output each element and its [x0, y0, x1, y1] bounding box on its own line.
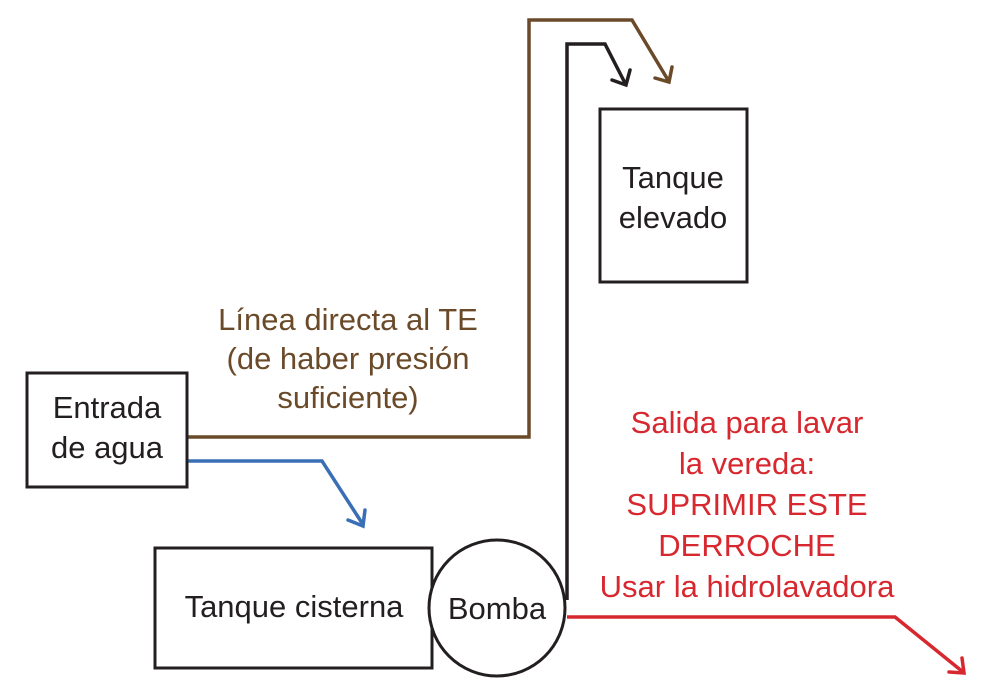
outlet-note-line2: la vereda:	[679, 446, 815, 481]
outlet-note-line5: Usar la hidrolavadora	[600, 569, 895, 604]
elevated-tank-label-line1: Tanque	[622, 160, 724, 195]
cistern-tank-label: Tanque cisterna	[185, 589, 405, 624]
direct-line-arrowhead	[653, 65, 674, 85]
pump-to-tank-pipe	[565, 42, 627, 600]
pump-circle	[427, 538, 567, 678]
pump-to-tank-arrowhead	[610, 68, 632, 88]
outlet-note-line3: SUPRIMIR ESTE	[626, 487, 867, 522]
pump-label: Bomba	[448, 591, 547, 626]
cistern-feed-pipe	[187, 459, 364, 524]
water-inlet-label-line1: Entrada	[53, 390, 162, 425]
outlet-arrowhead	[947, 656, 967, 675]
outlet-note-line1: Salida para lavar	[631, 405, 864, 440]
direct-line-note-line3: suficiente)	[277, 380, 418, 415]
direct-line-pipe	[187, 18, 670, 439]
water-inlet-label-line2: de agua	[51, 430, 164, 465]
direct-line-note-line2: (de haber presión	[227, 341, 470, 376]
elevated-tank-box	[598, 107, 749, 284]
outlet-note-line4: DERROCHE	[658, 528, 835, 563]
water-inlet-box	[25, 371, 189, 489]
elevated-tank-label-line2: elevado	[619, 200, 728, 235]
cistern-feed-arrowhead	[346, 508, 367, 529]
outlet-pipe	[567, 615, 965, 674]
direct-line-note-line1: Línea directa al TE	[218, 302, 478, 337]
